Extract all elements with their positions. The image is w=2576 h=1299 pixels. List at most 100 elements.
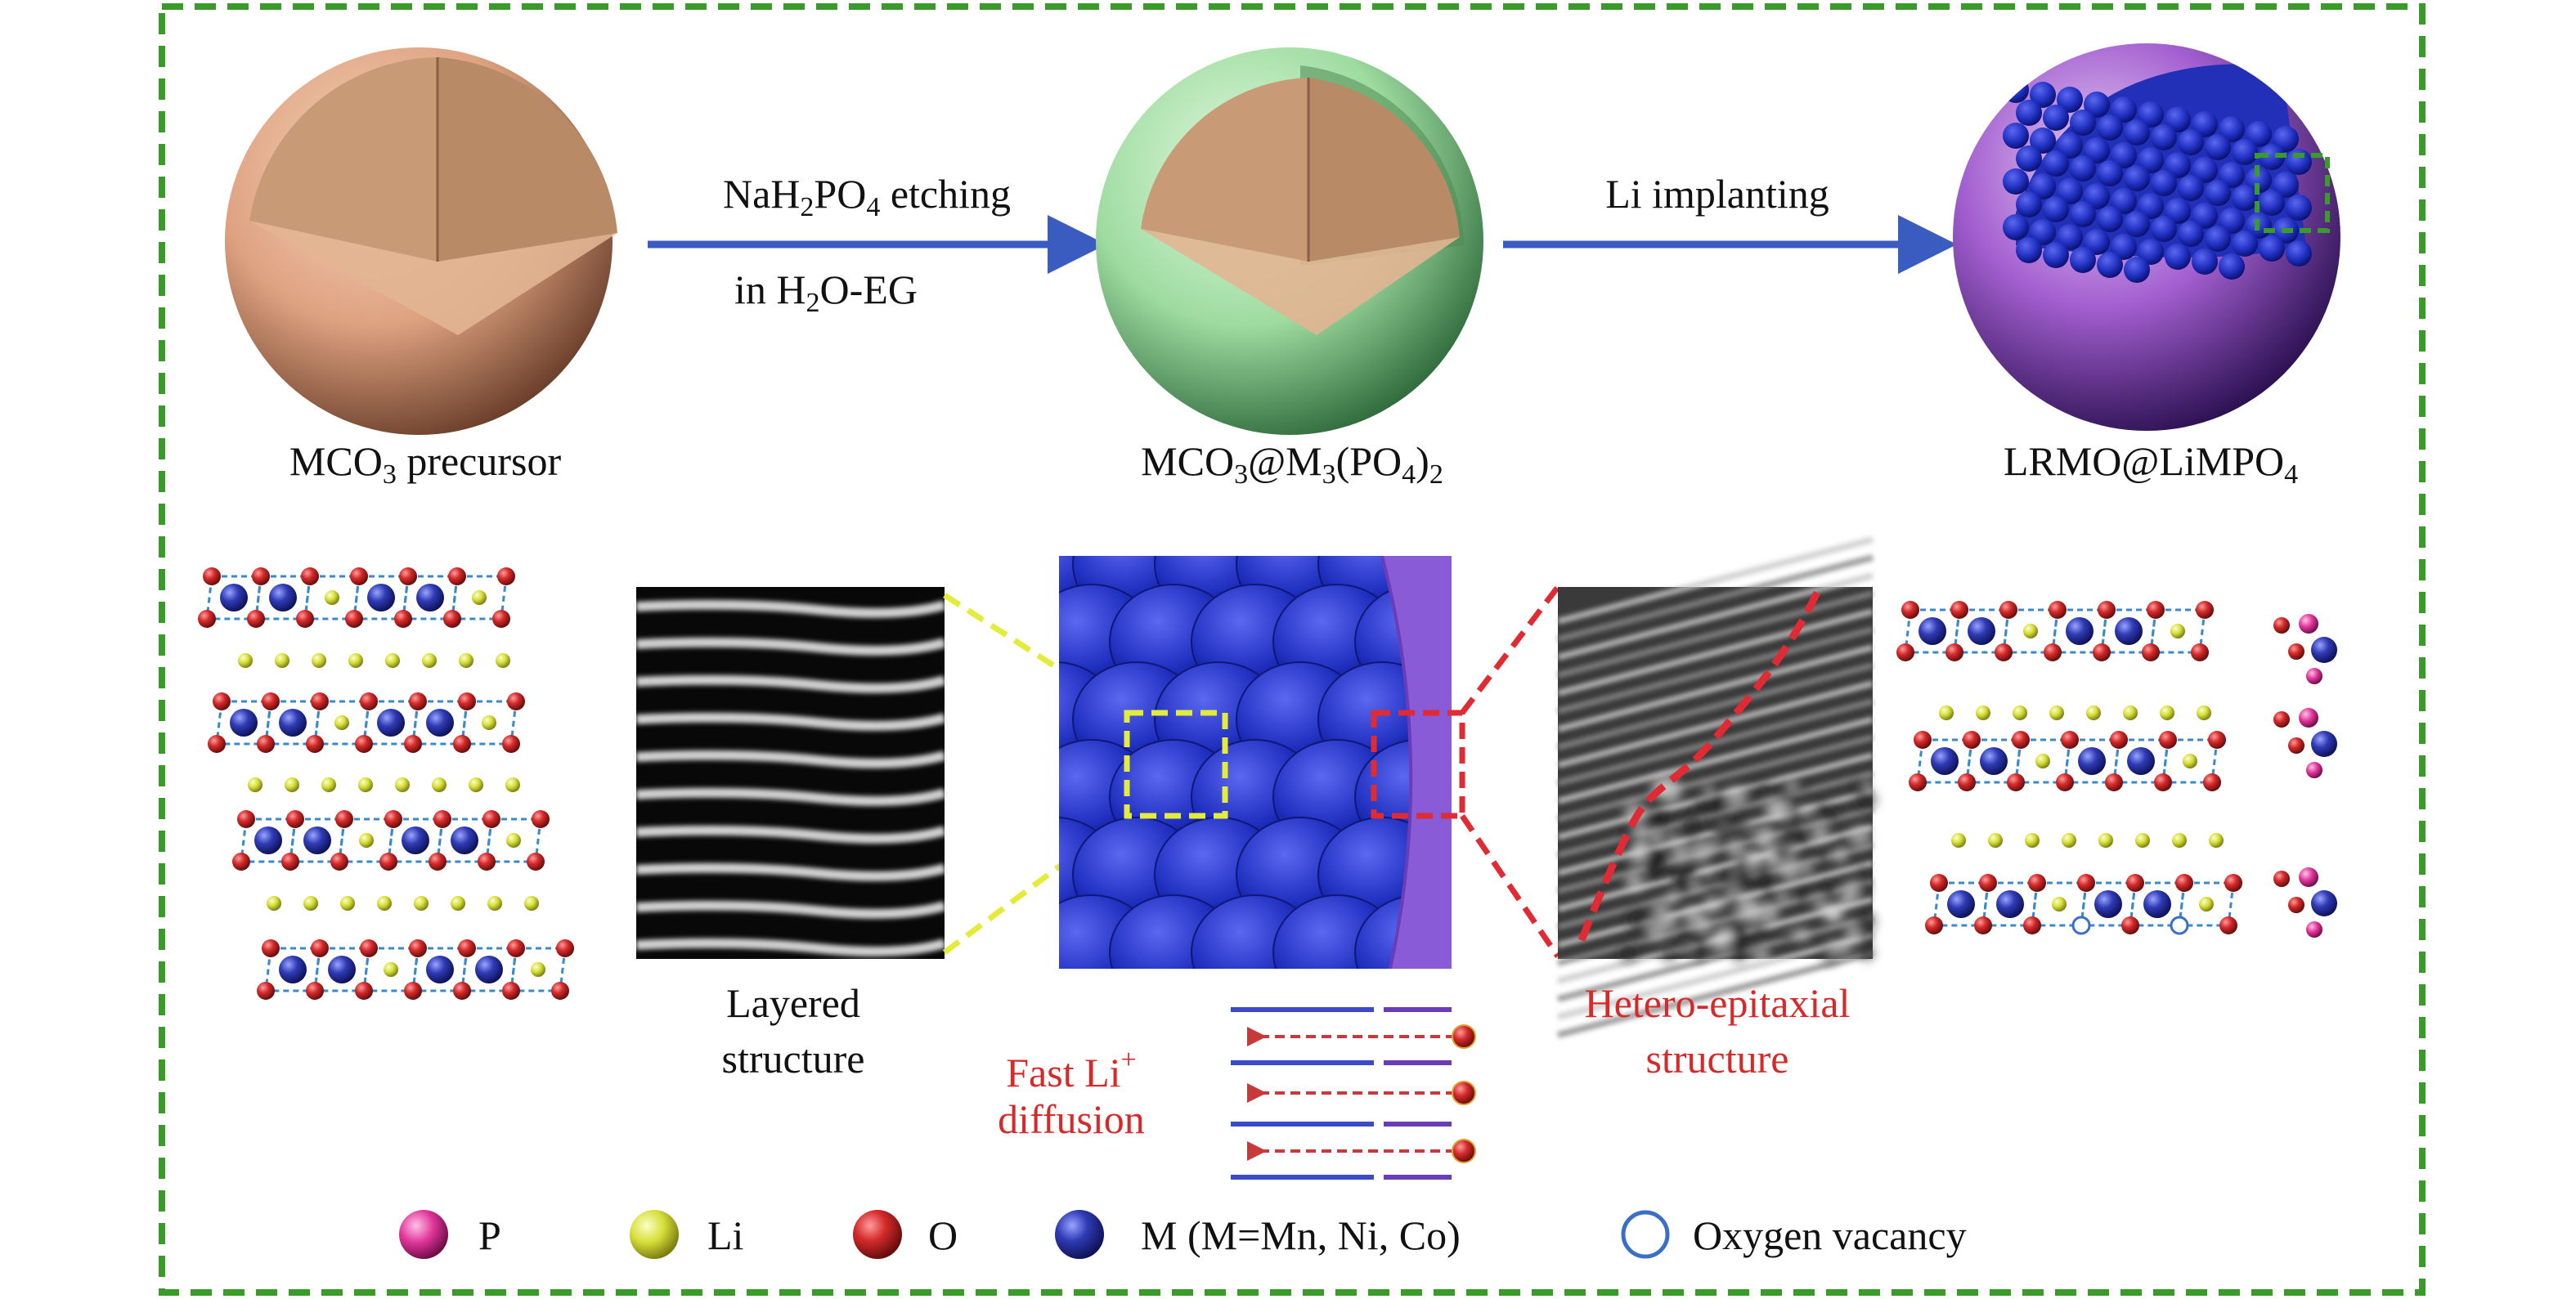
o-atom bbox=[1896, 643, 1914, 661]
o-atom bbox=[2028, 874, 2046, 892]
o-atom bbox=[1979, 874, 1997, 892]
noise-speck bbox=[1838, 837, 1852, 851]
core-grain bbox=[2111, 96, 2137, 123]
noise-speck bbox=[1732, 804, 1749, 820]
noise-speck bbox=[1815, 802, 1828, 815]
p-atom bbox=[2306, 921, 2322, 938]
noise-speck bbox=[1796, 888, 1811, 902]
core-grain bbox=[2232, 139, 2258, 165]
o-atom bbox=[2273, 617, 2290, 634]
o-atom bbox=[286, 810, 304, 828]
lattice-fringe bbox=[1556, 590, 1874, 679]
o-atom bbox=[1901, 601, 1919, 619]
li-atom bbox=[385, 653, 400, 668]
core-grain bbox=[2070, 247, 2096, 273]
o-atom bbox=[247, 610, 265, 628]
core-grain bbox=[2219, 253, 2245, 280]
lattice-fringe bbox=[635, 712, 946, 731]
core-grain bbox=[2205, 134, 2231, 160]
noise-speck bbox=[1782, 928, 1795, 942]
core-grain bbox=[2138, 147, 2164, 173]
o-atom bbox=[404, 735, 422, 753]
core-grain bbox=[2192, 111, 2218, 137]
li-atom bbox=[2098, 833, 2113, 848]
o-atom bbox=[492, 610, 510, 628]
core-grain bbox=[2151, 170, 2177, 196]
o-atom bbox=[2142, 643, 2160, 661]
product-label: LRMO@LiMPO4 bbox=[2003, 438, 2299, 490]
lattice-fringe bbox=[1556, 644, 1874, 732]
o-atom bbox=[262, 692, 280, 710]
lattice-fringe bbox=[1556, 950, 1874, 1038]
noise-speck bbox=[1757, 903, 1779, 925]
lattice-fringe bbox=[635, 862, 946, 881]
o-atom bbox=[2007, 773, 2025, 791]
noise-speck bbox=[1795, 927, 1810, 942]
core-grain bbox=[2219, 208, 2245, 234]
core-grain bbox=[2003, 123, 2029, 149]
o-atom bbox=[448, 567, 466, 585]
o-atom bbox=[1909, 773, 1927, 791]
m-atom bbox=[303, 826, 331, 854]
lattice-row bbox=[232, 810, 550, 871]
o-atom bbox=[257, 982, 275, 1000]
core-grain bbox=[2057, 87, 2083, 113]
m-atom bbox=[220, 584, 248, 611]
lattice-fringe bbox=[1556, 572, 1874, 661]
lattice-fringe bbox=[635, 787, 946, 806]
o-atom bbox=[394, 610, 412, 628]
noise-speck bbox=[1676, 939, 1691, 955]
core-grain bbox=[2070, 155, 2096, 181]
core-grain bbox=[2003, 168, 2029, 195]
noise-speck bbox=[1674, 872, 1692, 891]
noise-speck bbox=[1706, 887, 1718, 899]
li-atom bbox=[358, 777, 373, 792]
lattice-fringe bbox=[1556, 698, 1874, 786]
core-grain bbox=[2151, 124, 2177, 150]
li-atom bbox=[459, 653, 473, 668]
outer-frame bbox=[159, 3, 2426, 1296]
noise-speck bbox=[1801, 806, 1813, 818]
o-atom bbox=[2077, 874, 2095, 892]
li-atom bbox=[487, 896, 502, 911]
o-atom bbox=[478, 853, 496, 871]
li-atom bbox=[2049, 705, 2064, 720]
core-grain bbox=[2124, 165, 2150, 191]
m-atom bbox=[230, 709, 258, 737]
core-grain bbox=[2097, 206, 2123, 232]
noise-speck bbox=[1693, 931, 1712, 950]
p-atom bbox=[2299, 614, 2318, 634]
o-atom bbox=[458, 939, 476, 957]
noise-speck bbox=[1838, 940, 1853, 956]
tem-hetero-image bbox=[1556, 536, 1877, 1038]
noise-speck bbox=[1753, 863, 1774, 884]
noise-speck bbox=[1671, 843, 1690, 862]
o-atom bbox=[257, 735, 275, 753]
o-atom bbox=[2191, 643, 2209, 661]
m-atom bbox=[2311, 637, 2337, 663]
o-atom bbox=[551, 982, 569, 1000]
li-atom bbox=[238, 653, 253, 668]
lattice-fringe bbox=[1556, 770, 1874, 858]
o-atom bbox=[527, 853, 545, 871]
noise-speck bbox=[1666, 891, 1680, 904]
noise-speck bbox=[1696, 916, 1712, 934]
core-grain bbox=[2097, 160, 2123, 186]
noise-speck bbox=[1627, 908, 1649, 932]
noise-speck bbox=[1735, 853, 1750, 868]
core-grain bbox=[2165, 106, 2191, 132]
li-atom bbox=[2183, 754, 2197, 768]
noise-speck bbox=[1657, 806, 1671, 821]
o-atom bbox=[335, 810, 353, 828]
core-grain bbox=[2138, 239, 2164, 265]
m-atom bbox=[2127, 747, 2155, 775]
noise-speck bbox=[1703, 897, 1721, 915]
core-grain bbox=[2016, 191, 2042, 217]
p-atom bbox=[2306, 762, 2322, 778]
noise-speck bbox=[1619, 860, 1636, 876]
li-atom bbox=[1939, 705, 1954, 720]
lattice-fringe bbox=[1556, 914, 1874, 1002]
noise-speck bbox=[1640, 811, 1662, 831]
core-grain bbox=[2043, 196, 2069, 222]
